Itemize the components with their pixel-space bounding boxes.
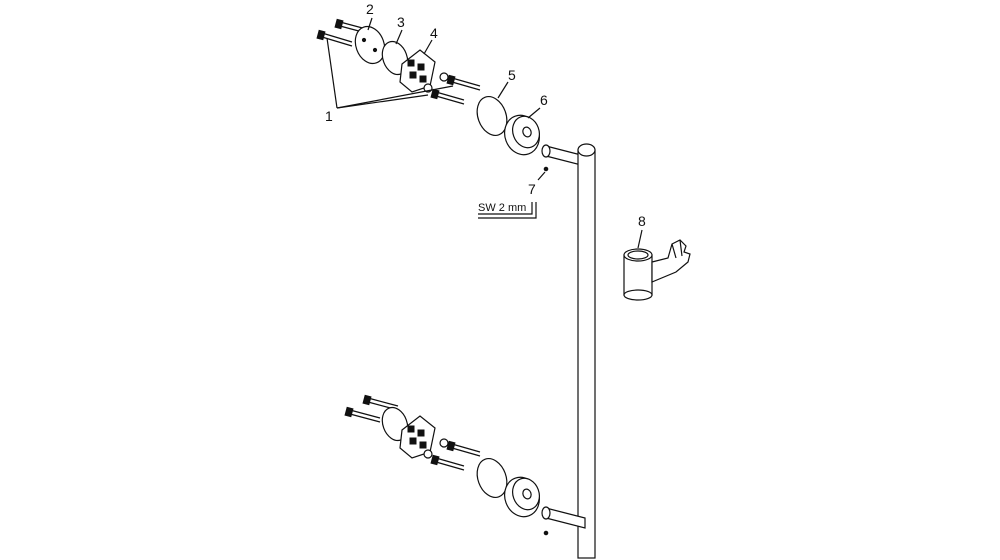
- callout-6: 6: [540, 92, 548, 108]
- upper-mount-assembly: [316, 18, 540, 156]
- callout-numbers: 1 2 3 4 5 6 7 8: [325, 1, 646, 229]
- leader-lines: [326, 17, 643, 249]
- screw-lower-left-b: [344, 406, 381, 423]
- screw-lower-right-a: [446, 440, 481, 457]
- shower-holder: [623, 239, 691, 301]
- hex-key-size-label: SW 2 mm: [478, 202, 526, 214]
- callout-8: 8: [638, 213, 646, 229]
- washer-lower-a: [439, 438, 449, 448]
- screw-upper-right-b: [430, 88, 465, 105]
- rosette-upper: [504, 114, 540, 156]
- o-ring-upper-large: [476, 96, 508, 136]
- callout-5: 5: [508, 67, 516, 83]
- cover-plate-upper: [354, 25, 386, 65]
- grub-screw: [543, 166, 549, 172]
- callout-2: 2: [366, 1, 374, 17]
- washer-upper-a: [439, 72, 449, 82]
- callout-7: 7: [528, 181, 536, 197]
- screw-upper-right-a: [446, 74, 481, 91]
- o-ring-lower-large: [476, 458, 508, 498]
- grub-screw-lower: [543, 530, 549, 536]
- lower-mount-assembly: [344, 394, 540, 518]
- callout-1: 1: [325, 108, 333, 124]
- screw-upper-left-b: [316, 29, 353, 47]
- callout-4: 4: [430, 25, 438, 41]
- hex-key-tool: SW 2 mm: [478, 202, 537, 219]
- rosette-lower: [504, 476, 540, 518]
- shower-rail: [541, 143, 596, 559]
- callout-3: 3: [397, 14, 405, 30]
- washer-lower-b: [423, 449, 433, 459]
- screw-lower-right-b: [430, 454, 465, 471]
